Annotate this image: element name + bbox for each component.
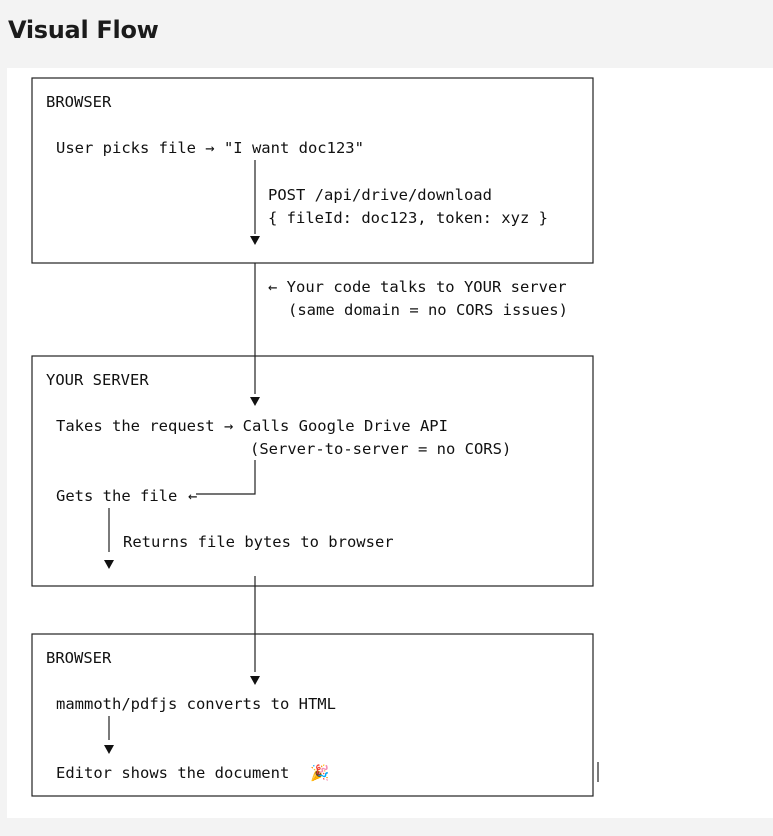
server-to-server-text: (Server-to-server = no CORS) — [250, 440, 511, 458]
arrow-down-icon — [250, 397, 260, 406]
server-box — [31, 355, 594, 587]
browser-box-bottom — [31, 633, 594, 797]
note-line-1: ← Your code talks to YOUR server — [268, 278, 567, 296]
diagram-panel — [7, 68, 773, 818]
request-payload-text: { fileId: doc123, token: xyz } — [268, 209, 548, 227]
user-picks-file-text: User picks file → "I want doc123" — [56, 139, 364, 157]
takes-request-text: Takes the request → Calls Google Drive A… — [56, 417, 448, 435]
gets-file-text: Gets the file — [56, 487, 177, 505]
converts-text: mammoth/pdfjs converts to HTML — [56, 695, 336, 713]
arrow-down-icon — [104, 745, 114, 754]
note-line-2: (same domain = no CORS issues) — [288, 301, 568, 319]
browser-box-top — [31, 77, 594, 264]
editor-shows-text: Editor shows the document — [56, 764, 289, 782]
return-path-line — [196, 460, 256, 495]
browser-title: BROWSER — [46, 93, 112, 111]
page-title: Visual Flow — [8, 16, 159, 44]
arrow-down-icon — [104, 560, 114, 569]
returns-bytes-text: Returns file bytes to browser — [123, 533, 394, 551]
arrow-down-icon — [250, 236, 260, 245]
post-request-text: POST /api/drive/download — [268, 186, 492, 204]
server-title: YOUR SERVER — [46, 371, 149, 389]
party-popper-icon: 🎉 — [310, 763, 329, 782]
arrow-left-icon: ← — [188, 487, 197, 505]
arrow-down-icon — [250, 676, 260, 685]
browser-title-bottom: BROWSER — [46, 649, 112, 667]
